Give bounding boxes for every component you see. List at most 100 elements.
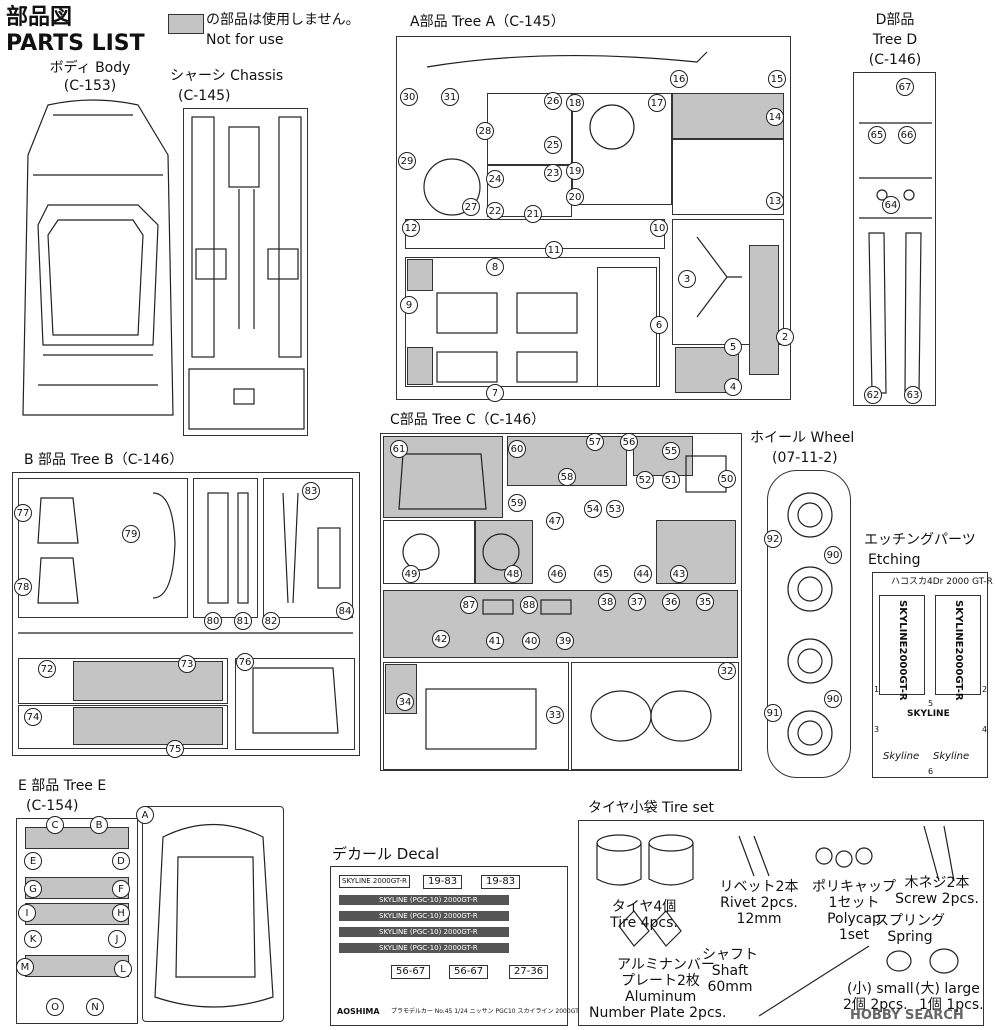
part-number: 75	[166, 740, 184, 758]
tree-c-label: C部品 Tree C（C-146）	[390, 412, 546, 428]
part-number: 20	[566, 188, 584, 206]
decal-stripe-text: SKYLINE (PGC-10) 2000GT-R	[379, 944, 478, 952]
part-number: N	[86, 998, 104, 1016]
tire-label-en: Tire 4pcs.	[610, 915, 678, 931]
spring-label-en: Spring	[887, 929, 933, 945]
decal-plate-number-3: 27-36	[509, 965, 549, 979]
part-number: 65	[868, 126, 886, 144]
part-number: 38	[598, 593, 616, 611]
part-number: 24	[486, 170, 504, 188]
part-number: 9	[400, 296, 418, 314]
page-title-en: PARTS LIST	[6, 31, 145, 56]
part-number: 45	[594, 565, 612, 583]
etching-title: ハコスカ4Dr 2000 GT-R	[891, 577, 993, 587]
part-number: 49	[402, 565, 420, 583]
part-number: F	[112, 880, 130, 898]
part-number: 37	[628, 593, 646, 611]
body-drawing	[22, 99, 174, 416]
etching-plate-1-text: SKYLINE2000GT-R	[897, 600, 908, 701]
part-number: 19	[566, 162, 584, 180]
tree-b-unused-75	[73, 707, 223, 745]
part-number: 27	[462, 198, 480, 216]
tree-d-label-jp: D部品	[875, 12, 915, 28]
part-number: 73	[178, 655, 196, 673]
part-number: 12	[402, 219, 420, 237]
part-number: 10	[650, 219, 668, 237]
part-number: B	[90, 816, 108, 834]
part-number: 64	[882, 196, 900, 214]
part-number: K	[24, 930, 42, 948]
etching-plate-2-text: SKYLINE2000GT-R	[953, 600, 964, 701]
number-plate-label-jp1: アルミナンバー	[617, 957, 715, 973]
part-number: 60	[508, 440, 526, 458]
part-number: 35	[696, 593, 714, 611]
part-number: 76	[236, 653, 254, 671]
part-number: 67	[896, 78, 914, 96]
part-number: L	[114, 960, 132, 978]
decal-plate-top: SKYLINE 2000GT-R	[339, 875, 410, 888]
rivet-size: 12mm	[736, 911, 782, 927]
tree-b-subbox-79	[18, 478, 188, 618]
part-number: 79	[122, 525, 140, 543]
part-number: 11	[545, 241, 563, 259]
tree-e-unused-row1	[25, 827, 129, 849]
unused-legend-swatch	[168, 14, 204, 34]
decal-plate-number-1: 19-83	[423, 875, 463, 889]
part-number: 87	[460, 596, 478, 614]
tire-label-jp: タイヤ4個	[611, 899, 677, 915]
watermark: HOBBY SEARCH	[850, 1008, 964, 1023]
tree-d-code: (C-146)	[868, 52, 922, 68]
part-number: 55	[662, 442, 680, 460]
polycap-count-jp: 1セット	[828, 895, 880, 911]
part-number: 26	[544, 92, 562, 110]
part-number: 72	[38, 660, 56, 678]
legend-text-jp: の部品は使用しません。	[206, 12, 360, 28]
shaft-label-en: Shaft	[711, 963, 749, 979]
tree-e-code: (C-154)	[26, 798, 79, 814]
decal-footer: プラモデルカー No.45 1/24 ニッサン PGC10 スカイライン 200…	[391, 1008, 596, 1015]
tree-e-window-frame	[142, 806, 284, 1022]
part-number: 25	[544, 136, 562, 154]
part-number: 57	[586, 433, 604, 451]
body-code: (C-153)	[63, 78, 117, 94]
decal-sheet: SKYLINE 2000GT-R 19-83 19-83 SKYLINE (PG…	[330, 866, 596, 1026]
etching-num: 3	[874, 725, 880, 734]
tree-a-subbox-13	[672, 139, 784, 215]
decal-stripe-text: SKYLINE (PGC-10) 2000GT-R	[379, 912, 478, 920]
part-number: 8	[486, 258, 504, 276]
tire-set-label: タイヤ小袋 Tire set	[588, 800, 714, 816]
chassis-code: (C-145)	[178, 88, 231, 104]
part-number: 88	[520, 596, 538, 614]
tree-c-frame	[380, 433, 742, 771]
rivet-label-en: Rivet 2pcs.	[720, 895, 798, 911]
part-number: 47	[546, 512, 564, 530]
part-number: 17	[648, 94, 666, 112]
page-title-jp: 部品図	[6, 5, 73, 30]
part-number: 32	[718, 662, 736, 680]
part-number: 81	[234, 612, 252, 630]
spring-label-jp: スプリング	[875, 913, 945, 929]
part-number: A	[136, 806, 154, 824]
part-number: 28	[476, 122, 494, 140]
part-number: 30	[400, 88, 418, 106]
part-number: 46	[548, 565, 566, 583]
part-number: 90	[824, 546, 842, 564]
decal-stripe-text: SKYLINE (PGC-10) 2000GT-R	[379, 928, 478, 936]
part-number: 54	[584, 500, 602, 518]
screw-label-en: Screw 2pcs.	[895, 891, 979, 907]
part-number: 43	[670, 565, 688, 583]
part-number: 16	[670, 70, 688, 88]
decal-plate-number-2b: 56-67	[449, 965, 489, 979]
decal-stripe: SKYLINE (PGC-10) 2000GT-R	[339, 911, 509, 921]
tree-c-unused-43	[656, 520, 736, 584]
decal-stripe: SKYLINE (PGC-10) 2000GT-R	[339, 943, 509, 953]
part-number: 83	[302, 482, 320, 500]
shaft-label-jp: シャフト	[702, 947, 758, 963]
rivet-label-jp: リベット2本	[719, 879, 799, 895]
part-number: 82	[262, 612, 280, 630]
part-number: J	[108, 930, 126, 948]
etching-script-1: Skyline	[883, 751, 920, 762]
tree-a-label: A部品 Tree A（C-145）	[410, 14, 565, 30]
part-number: 41	[486, 632, 504, 650]
part-number: 33	[546, 706, 564, 724]
